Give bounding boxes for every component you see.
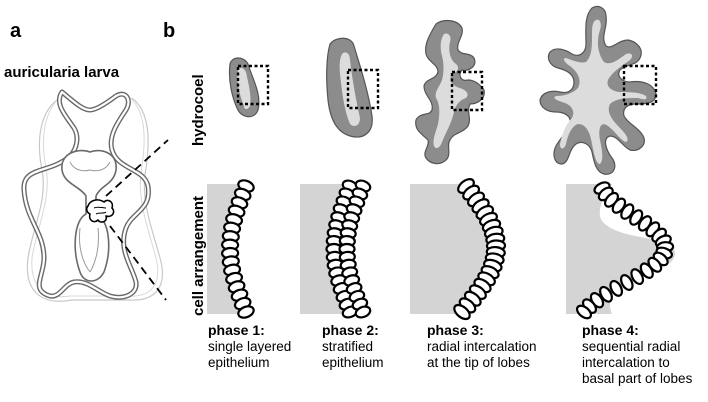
zoom-box-phase-2 xyxy=(346,68,380,110)
phase-3-line-1: radial intercalation xyxy=(427,338,537,354)
hydrocoel-phase-4 xyxy=(539,5,658,175)
cell-box-phase-3 xyxy=(410,178,544,321)
phase-4-caption: phase 4: sequential radial intercalation… xyxy=(582,322,692,387)
phase-4-title: phase 4: xyxy=(582,322,639,338)
phase-2-line-2: epithelium xyxy=(322,354,384,370)
phase-1-line-2: epithelium xyxy=(208,354,270,370)
larva-drawing xyxy=(21,89,164,302)
hydrocoel-phase-2 xyxy=(326,37,380,138)
epithelial-cell xyxy=(639,262,654,279)
phase-4-line-2: intercalation to xyxy=(582,354,670,370)
phase-1-caption: phase 1: single layered epithelium xyxy=(208,322,291,371)
phase-2-line-1: stratified xyxy=(322,338,374,354)
panel-b-label: b xyxy=(163,20,176,42)
epithelial-cell xyxy=(237,305,255,319)
connector-line-upper xyxy=(105,139,169,197)
hydrocoel-phase-3 xyxy=(415,19,485,165)
phase-1-title: phase 1: xyxy=(208,322,265,338)
epithelial-cell xyxy=(575,304,593,320)
larva-title: auricularia larva xyxy=(4,64,120,81)
epithelial-cell xyxy=(609,279,624,297)
phase-3-title: phase 3: xyxy=(427,322,484,338)
larva-hydrocoel xyxy=(85,199,115,223)
phase-3-caption: phase 3: radial intercalation at the tip… xyxy=(427,322,537,371)
phase-1-line-1: single layered xyxy=(208,338,292,354)
zoom-box-phase-4 xyxy=(622,64,658,106)
epithelial-cell xyxy=(453,303,471,321)
cell-box-phase-2 xyxy=(300,179,384,319)
cell-box-phase-4 xyxy=(566,181,686,320)
epithelial-cell xyxy=(599,285,613,303)
hydrocoel-phase-1 xyxy=(228,57,270,118)
epithelial-cell xyxy=(354,305,372,319)
phase-2-title: phase 2: xyxy=(322,322,379,338)
phase-4-line-3: basal part of lobes xyxy=(582,371,693,387)
epithelial-cell xyxy=(630,268,645,286)
cell-box-phase-1 xyxy=(207,179,279,319)
zoom-box-phase-3 xyxy=(450,70,484,112)
connector-line-lower xyxy=(109,225,167,301)
zoom-box-phase-1 xyxy=(236,64,270,106)
epithelial-cell xyxy=(619,274,634,291)
panel-a-label: a xyxy=(10,20,22,42)
phase-4-line-1: sequential radial xyxy=(582,338,681,354)
phase-2-caption: phase 2: stratified epithelium xyxy=(322,322,384,371)
phase-3-line-2: at the tip of lobes xyxy=(427,354,530,370)
